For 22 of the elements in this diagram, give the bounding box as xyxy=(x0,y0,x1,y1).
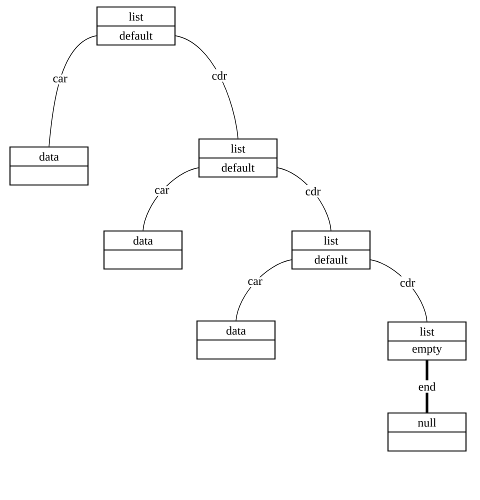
record-box: list default xyxy=(198,138,278,178)
connector-line xyxy=(236,259,292,321)
record-box: list default xyxy=(96,6,176,46)
connector-line xyxy=(277,167,332,231)
edge-label: car xyxy=(152,186,172,196)
connector-line xyxy=(426,360,428,412)
edge-label: cdr xyxy=(303,184,323,198)
record-box: null xyxy=(387,412,467,452)
connector-line xyxy=(175,35,238,139)
edge-label: end xyxy=(416,380,438,393)
edge-label: car xyxy=(50,74,70,84)
edge-label: car xyxy=(246,277,264,288)
record-box: data xyxy=(196,320,276,360)
connector-line xyxy=(142,167,199,231)
record-box: list empty xyxy=(387,321,467,361)
record-box: data xyxy=(103,230,183,270)
edge-label: cdr xyxy=(398,276,418,289)
connector-line xyxy=(48,35,97,147)
record-box: list default xyxy=(291,230,371,270)
edge-label: cdr xyxy=(210,69,230,82)
connector-line xyxy=(370,259,428,322)
record-box: data xyxy=(9,146,89,186)
